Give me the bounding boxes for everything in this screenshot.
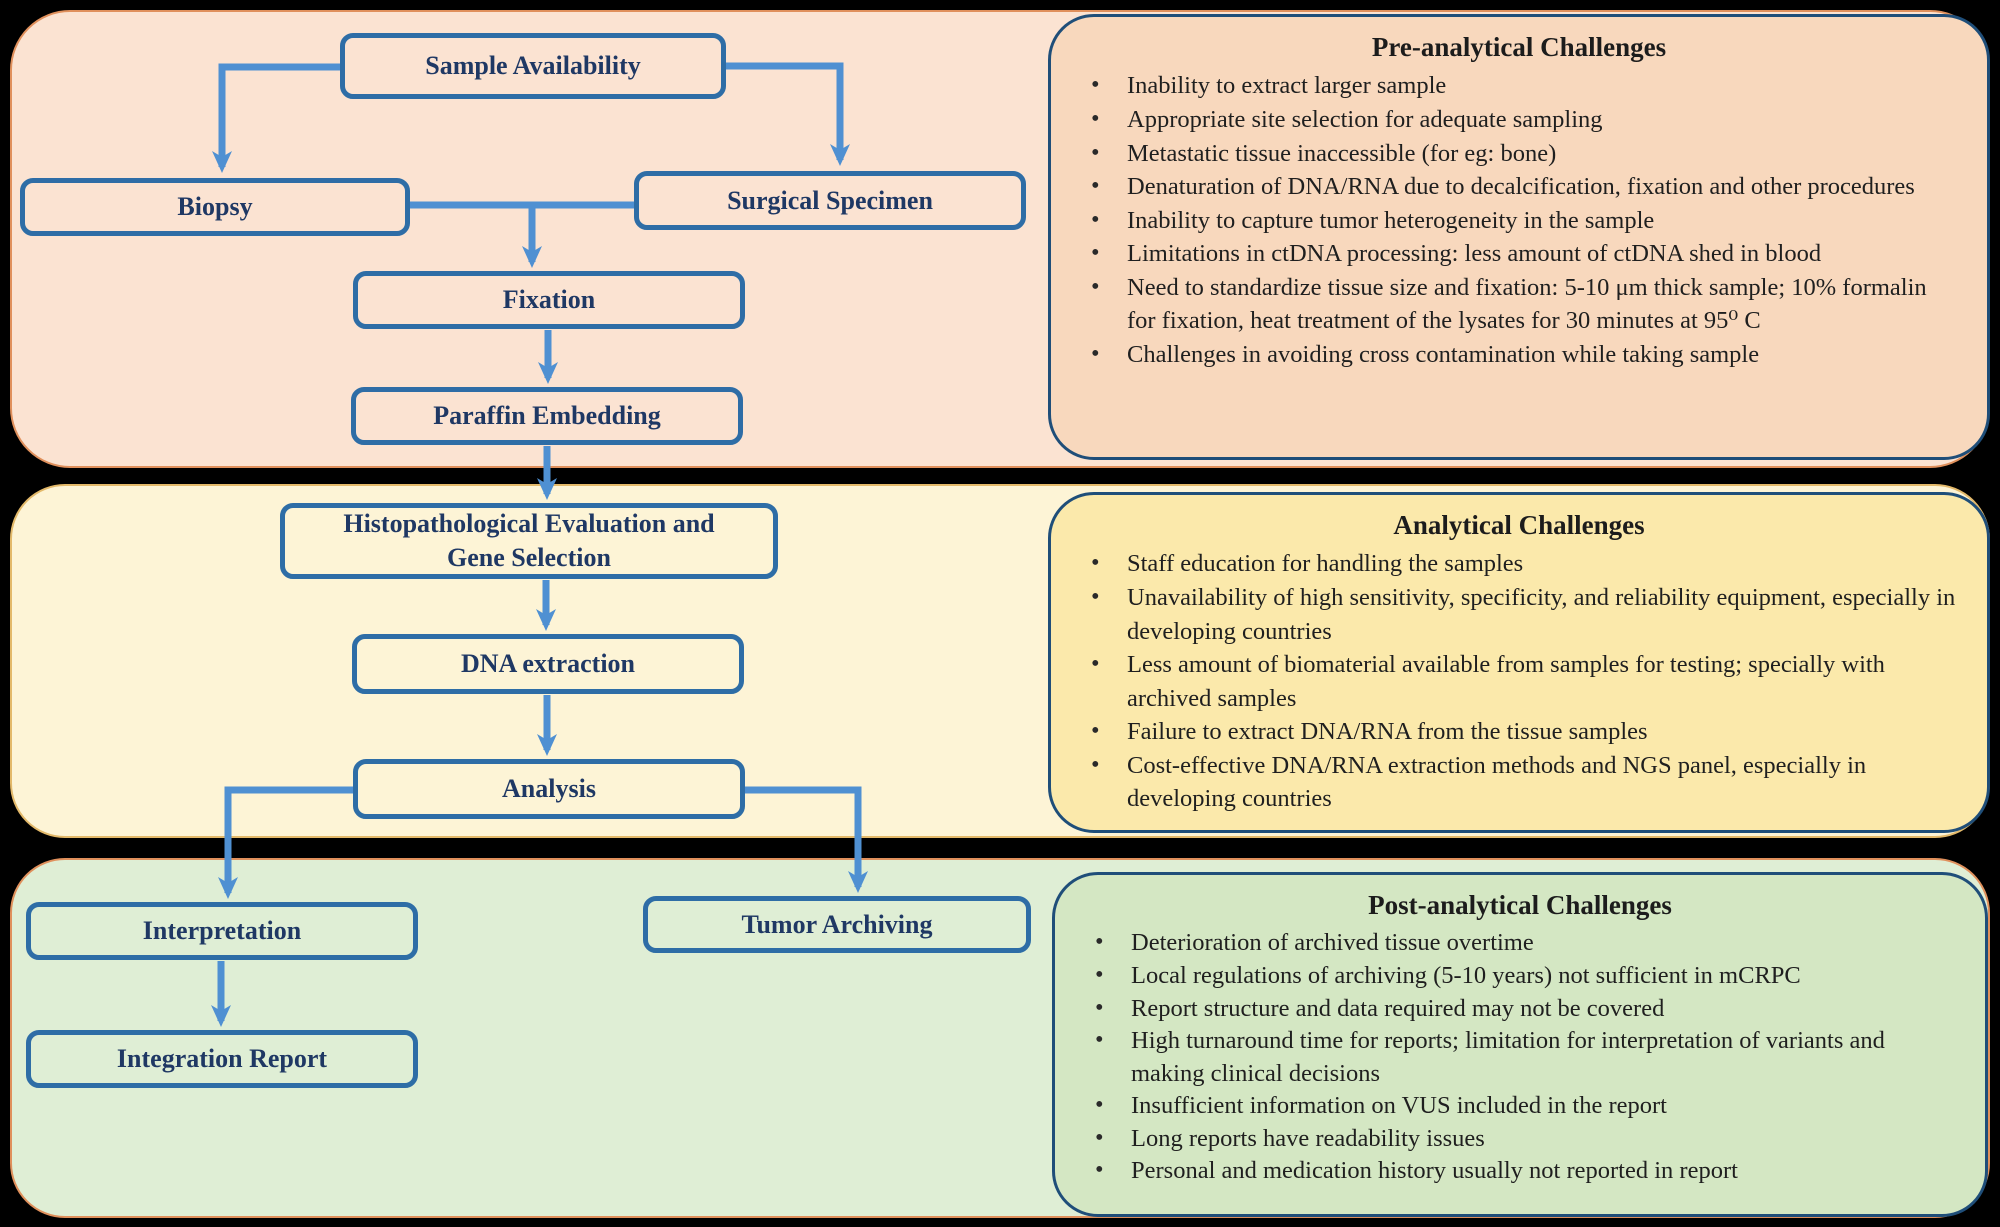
- challenge-item: Local regulations of archiving (5-10 yea…: [1081, 959, 1959, 993]
- challenge-item: Personal and medication history usually …: [1081, 1154, 1959, 1188]
- node-interpretation: Interpretation: [26, 902, 418, 960]
- challenge-item: Metastatic tissue inaccessible (for eg: …: [1077, 136, 1961, 171]
- node-dna-extraction: DNA extraction: [352, 634, 744, 694]
- node-tumor-archiving: Tumor Archiving: [643, 896, 1031, 953]
- challenge-item: Challenges in avoiding cross contaminati…: [1077, 337, 1961, 372]
- node-paraffin-embedding: Paraffin Embedding: [351, 387, 743, 445]
- post-analytical-list: Deterioration of archived tissue overtim…: [1081, 926, 1959, 1188]
- challenge-item: Failure to extract DNA/RNA from the tiss…: [1077, 714, 1961, 749]
- analytical-list: Staff education for handling the samples…: [1077, 546, 1961, 816]
- node-sample-availability: Sample Availability: [340, 33, 726, 99]
- node-histopathological-evaluation: Histopathological Evaluation and Gene Se…: [280, 503, 778, 579]
- challenge-item: Appropriate site selection for adequate …: [1077, 102, 1961, 137]
- challenge-item: Insufficient information on VUS included…: [1081, 1089, 1959, 1123]
- challenge-item: Inability to extract larger sample: [1077, 68, 1961, 103]
- pre-analytical-panel: Pre-analytical Challenges Inability to e…: [1048, 14, 1990, 460]
- challenge-item: Deterioration of archived tissue overtim…: [1081, 926, 1959, 960]
- pre-analytical-list: Inability to extract larger sampleApprop…: [1077, 68, 1961, 372]
- challenge-item: Inability to capture tumor heterogeneity…: [1077, 203, 1961, 238]
- challenge-item: Unavailability of high sensitivity, spec…: [1077, 580, 1961, 648]
- node-analysis: Analysis: [353, 759, 745, 819]
- post-analytical-panel: Post-analytical Challenges Deterioration…: [1052, 872, 1988, 1217]
- challenge-item: Report structure and data required may n…: [1081, 992, 1959, 1026]
- analytical-panel: Analytical Challenges Staff education fo…: [1048, 492, 1990, 833]
- node-surgical-specimen: Surgical Specimen: [634, 171, 1026, 230]
- challenge-item: High turnaround time for reports; limita…: [1081, 1024, 1959, 1090]
- node-biopsy: Biopsy: [20, 178, 410, 236]
- challenge-item: Cost-effective DNA/RNA extraction method…: [1077, 748, 1961, 816]
- challenge-item: Staff education for handling the samples: [1077, 546, 1961, 581]
- challenge-item: Limitations in ctDNA processing: less am…: [1077, 236, 1961, 271]
- challenge-item: Denaturation of DNA/RNA due to decalcifi…: [1077, 169, 1961, 204]
- challenge-item: Need to standardize tissue size and fixa…: [1077, 270, 1961, 338]
- challenge-item: Long reports have readability issues: [1081, 1122, 1959, 1156]
- node-integration-report: Integration Report: [26, 1030, 418, 1088]
- post-analytical-title: Post-analytical Challenges: [1368, 890, 1672, 920]
- node-fixation: Fixation: [353, 271, 745, 329]
- pre-analytical-title: Pre-analytical Challenges: [1371, 32, 1667, 62]
- analytical-title: Analytical Challenges: [1393, 510, 1645, 540]
- challenge-item: Less amount of biomaterial available fro…: [1077, 647, 1961, 715]
